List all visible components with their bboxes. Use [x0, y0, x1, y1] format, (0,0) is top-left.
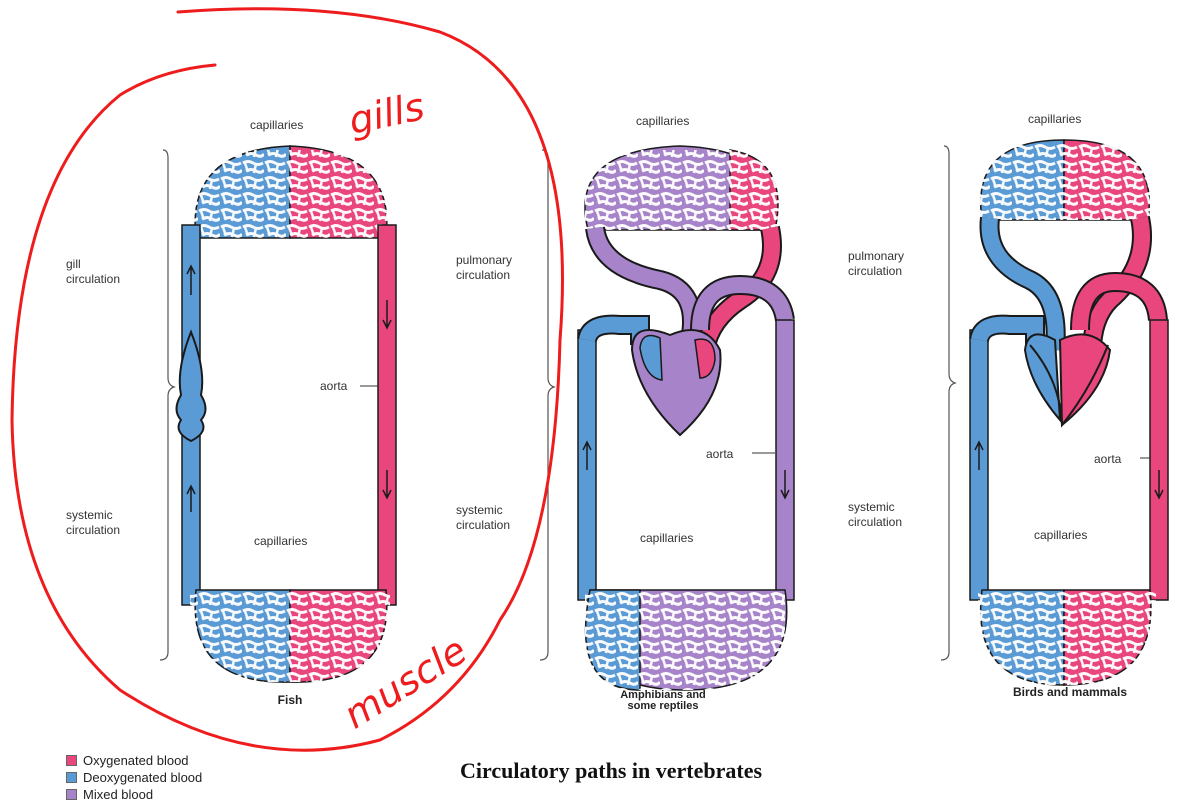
legend-label-mixed: Mixed blood	[83, 787, 153, 802]
bird-diagram	[941, 140, 1168, 685]
fish-heart	[177, 332, 206, 441]
legend-swatch-mixed	[66, 789, 77, 800]
legend-swatch-oxygenated	[66, 755, 77, 766]
bird-aorta-right	[1150, 320, 1168, 600]
bird-bottom-capillaries-label: capillaries	[1034, 528, 1087, 543]
fish-gill-circulation-label: gill circulation	[66, 257, 156, 287]
amphibian-bottom-capillaries-label: capillaries	[640, 531, 693, 546]
legend-item-oxygenated: Oxygenated blood	[66, 752, 202, 769]
fish-name-label: Fish	[250, 693, 330, 707]
amphibian-diagram	[540, 146, 794, 690]
fish-diagram	[160, 146, 396, 682]
legend: Oxygenated blood Deoxygenated blood Mixe…	[66, 752, 202, 803]
fish-bottom-capillaries-label: capillaries	[254, 534, 307, 549]
fish-aorta-label: aorta	[320, 379, 347, 394]
bird-name-label: Birds and mammals	[1000, 685, 1140, 699]
bird-aorta-label: aorta	[1094, 452, 1121, 467]
amphibian-top-capillaries-label: capillaries	[636, 114, 689, 129]
bird-systemic-circulation-label: systemic circulation	[848, 500, 938, 530]
legend-label-deoxygenated: Deoxygenated blood	[83, 770, 202, 785]
amphibian-aorta-right	[776, 320, 794, 600]
amphibian-aorta-label: aorta	[706, 447, 733, 462]
bird-heart-left	[1060, 334, 1110, 425]
legend-swatch-deoxygenated	[66, 772, 77, 783]
figure-title: Circulatory paths in vertebrates	[460, 758, 762, 784]
legend-label-oxygenated: Oxygenated blood	[83, 753, 189, 768]
amphibian-name-label: Amphibians and some reptiles	[598, 690, 728, 712]
bird-pulmonary-circulation-label: pulmonary circulation	[848, 249, 938, 279]
legend-item-mixed: Mixed blood	[66, 786, 202, 803]
amphibian-pulmonary-circulation-label: pulmonary circulation	[456, 253, 546, 283]
amphibian-systemic-circulation-label: systemic circulation	[456, 503, 546, 533]
legend-item-deoxygenated: Deoxygenated blood	[66, 769, 202, 786]
bird-heart-right	[1025, 334, 1060, 420]
fish-systemic-circulation-label: systemic circulation	[66, 508, 156, 538]
fish-top-capillaries-label: capillaries	[250, 118, 303, 133]
fish-aorta-right	[378, 225, 396, 605]
bird-top-capillaries-label: capillaries	[1028, 112, 1081, 127]
